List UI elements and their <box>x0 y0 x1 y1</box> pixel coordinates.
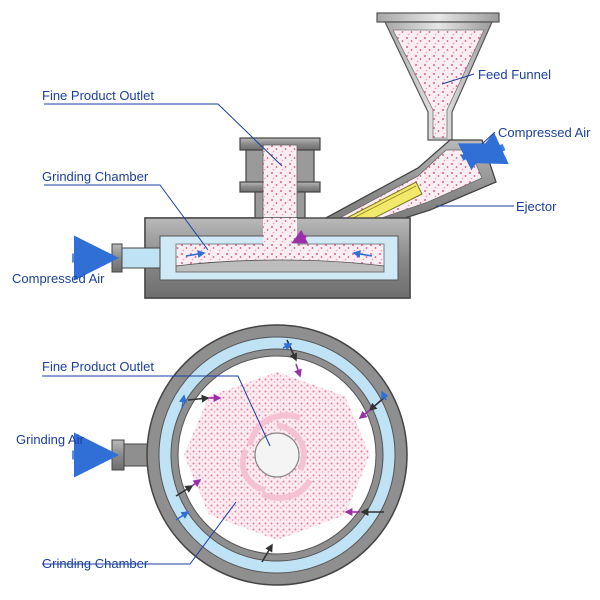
compressed-air-inlet-left <box>72 235 161 281</box>
fine-product-outlet-disc <box>254 432 300 478</box>
label-ejector: Ejector <box>516 199 557 214</box>
leader-lines-bottom <box>42 375 271 565</box>
label-grinding-air: Grinding Air <box>16 432 85 447</box>
label-grinding-chamber-bottom: Grinding Chamber <box>42 556 149 571</box>
side-view <box>44 12 514 299</box>
compressed-air-arrow-right <box>469 132 509 165</box>
label-compressed-air-right: Compressed Air <box>498 125 591 140</box>
leader-lines-top <box>44 73 514 251</box>
grinding-nozzles <box>175 339 389 563</box>
label-fine-product-outlet-top: Fine Product Outlet <box>42 88 154 103</box>
label-fine-product-outlet-bottom: Fine Product Outlet <box>42 359 154 374</box>
chamber-housing-side <box>144 217 411 299</box>
label-feed-funnel: Feed Funnel <box>478 67 551 82</box>
feed-funnel <box>376 12 500 141</box>
label-compressed-air-left: Compressed Air <box>12 271 105 286</box>
top-view <box>42 324 408 586</box>
label-grinding-chamber-top: Grinding Chamber <box>42 169 149 184</box>
labels: Fine Product Outlet Feed Funnel Compress… <box>12 67 591 571</box>
